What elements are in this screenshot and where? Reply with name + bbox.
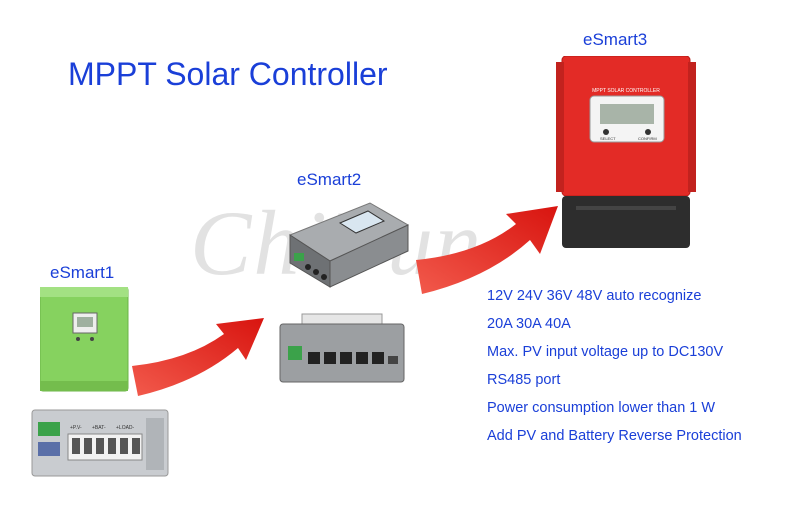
curved-arrow-icon — [128, 308, 268, 398]
esmart2-top-image — [280, 195, 410, 295]
esmart3-panel-header: MPPT SOLAR CONTROLLER — [592, 88, 660, 94]
feature-item: Max. PV input voltage up to DC130V — [487, 344, 724, 360]
lcd-display-icon — [338, 210, 386, 234]
esmart1-terminal-image: +P.V- +BAT- +LOAD- — [30, 408, 170, 480]
feature-item: 20A 30A 40A — [487, 316, 571, 332]
lcd-display-icon — [72, 312, 98, 334]
esmart1-front-image — [40, 287, 130, 393]
model-label-esmart1: eSmart1 — [50, 263, 115, 282]
esmart3-confirm-label: CONFIRM — [638, 136, 657, 141]
esmart3-image: MPPT SOLAR CONTROLLER SELECT CONFIRM — [556, 56, 696, 252]
terminal-block-icon — [67, 433, 143, 461]
feature-item: 12V 24V 36V 48V auto recognize — [487, 288, 702, 304]
model-label-esmart3: eSmart3 — [583, 30, 648, 49]
model-label-esmart2: eSmart2 — [297, 170, 362, 189]
terminal-label-bat: +BAT- — [92, 425, 106, 431]
terminal-label-pv: +P.V- — [70, 425, 82, 431]
page-title: MPPT Solar Controller — [68, 56, 388, 92]
terminal-label-load: +LOAD- — [116, 425, 135, 431]
feature-item: RS485 port — [487, 372, 561, 388]
feature-item: Power consumption lower than 1 W — [487, 400, 716, 416]
terminal-block-icon — [308, 352, 384, 364]
esmart2-terminal-image — [278, 312, 406, 384]
curved-arrow-icon — [412, 196, 562, 296]
feature-list: 12V 24V 36V 48V auto recognize 20A 30A 4… — [487, 286, 742, 454]
esmart3-select-label: SELECT — [600, 136, 616, 141]
feature-item: Add PV and Battery Reverse Protection — [487, 428, 742, 444]
